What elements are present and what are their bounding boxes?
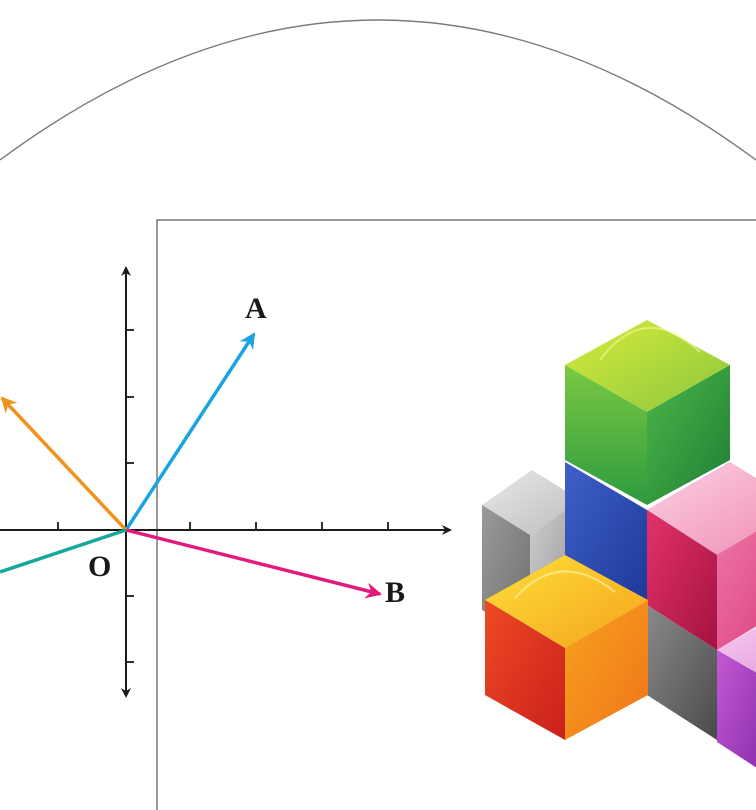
origin-label: O (88, 550, 111, 583)
orange-cube (485, 555, 648, 740)
background-arc (0, 19, 756, 161)
vector-teal-line (0, 528, 127, 574)
vector-orange-arrow (0, 396, 128, 532)
vector-a-arrow (124, 332, 256, 531)
vector-b-arrow (125, 528, 382, 599)
purple-cube (717, 627, 756, 768)
green-cube (565, 320, 730, 505)
axis-ticks (57, 329, 389, 663)
pink-cube (647, 462, 756, 650)
stacked-cubes-illustration (482, 320, 756, 768)
vector-a-label: A (245, 292, 267, 325)
vector-b-label: B (385, 576, 405, 609)
coordinate-axes (0, 266, 452, 698)
